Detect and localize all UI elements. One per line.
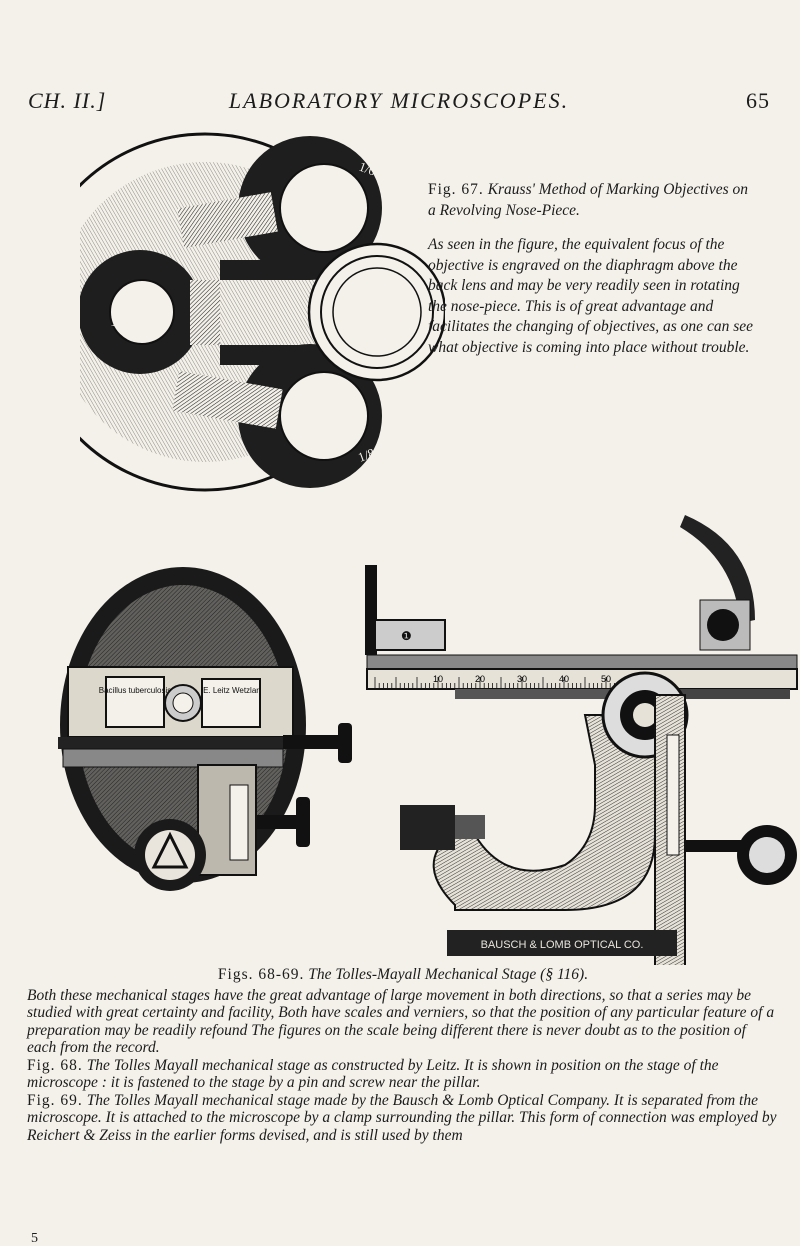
figure-69-label: Fig. 69. [27,1091,83,1109]
figure-69-text: The Tolles Mayall mechanical stage made … [27,1091,777,1144]
figure-67-nosepiece-illustration: 1/2 1/6 1/8 [80,132,445,492]
figure-68-label: Fig. 68. [27,1056,83,1074]
figure-67-label: Fig. 67. [428,181,484,198]
figs-title: The Tolles-Mayall Mechanical Stage (§ 11… [308,966,589,983]
figs-label: Figs. 68-69. [217,966,305,983]
scale-number-10: 10 [433,674,443,684]
mark-half: 1/2 [110,313,130,330]
mark-eighth: 1/8 [356,445,377,465]
mark-sixth: 1/6 [357,159,378,179]
figure-68-leitz-stage-illustration: Bacillus tuberculosis E. Leitz Wetzlar [58,567,352,891]
svg-text:❶: ❶ [401,629,412,643]
maker-plate: BAUSCH & LOMB OPTICAL CO. [481,939,644,951]
page-number: 65 [746,88,770,113]
figure-69-bausch-lomb-stage-illustration: ❶ 10 20 30 40 50 BAUSCH & LOMB OPTICAL C… [365,515,798,965]
caption-summary: Both these mechanical stages have the gr… [27,986,775,1057]
figure-67-caption: Fig. 67. Krauss' Method of Marking Objec… [428,180,758,358]
running-title: LABORATORY MICROSCOPES. [228,88,570,113]
slide-label-left: Bacillus tuberculosis [99,686,171,695]
chapter-label: CH. II.] [28,88,107,113]
figure-68-text: The Tolles Mayall mechanical stage as co… [27,1056,719,1092]
signature-mark: 5 [31,1231,38,1246]
figure-67-text: As seen in the figure, the equivalent fo… [428,236,753,356]
slide-label-right: E. Leitz Wetzlar [203,686,259,695]
figure-67-title: Krauss' Method of Marking Objectives on … [428,181,749,219]
figures-68-69-caption: Figs. 68-69. The Tolles-Mayall Mechanica… [27,966,779,1144]
scale-number-40: 40 [559,674,569,684]
scale-number-30: 30 [517,674,527,684]
scale-number-50: 50 [601,674,611,684]
scale-number-20: 20 [475,674,485,684]
running-header: CH. II.] LABORATORY MICROSCOPES. 65 [28,88,770,118]
